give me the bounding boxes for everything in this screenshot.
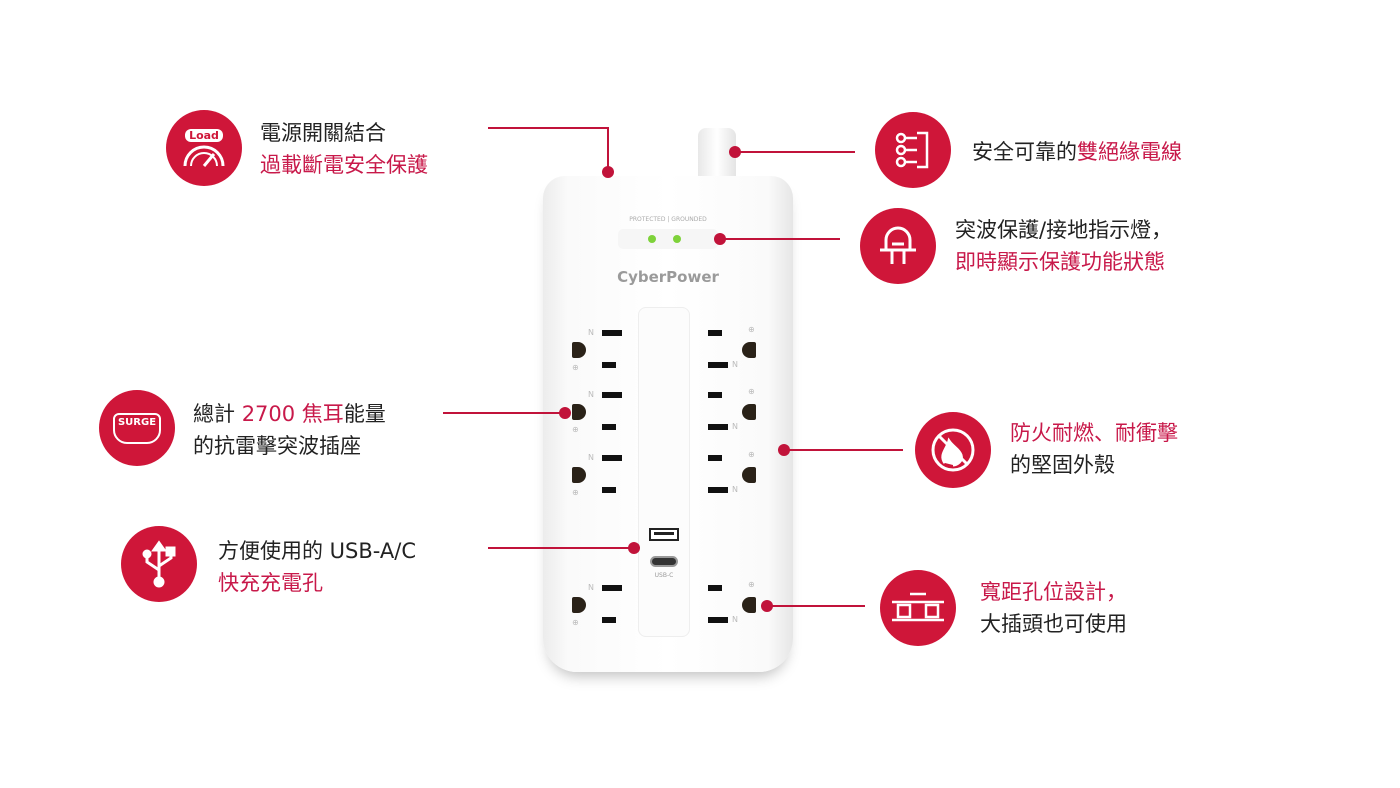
ac-outlet: N ⊕: [568, 387, 630, 437]
ac-outlet: N ⊕: [568, 325, 630, 375]
feature-text-segment: 突波保護/接地指示燈，: [955, 218, 1173, 242]
feature-fire-resistant: 防火耐燃、耐衝擊的堅固外殼: [1010, 417, 1178, 481]
usb-c-port: [650, 556, 678, 567]
feature-load: 電源開關結合過載斷電安全保護: [260, 117, 428, 181]
ac-outlet: ⊕ N: [700, 450, 762, 500]
usb-a-port: [649, 528, 679, 541]
feature-text-segment: 的抗雷擊突波插座: [193, 434, 361, 458]
feature-wide-spacing: 寬距孔位設計， 大插頭也可使用: [980, 576, 1127, 640]
usb-strip: USB-C: [638, 307, 690, 637]
feature-text-segment: 防火耐燃、耐衝擊: [1010, 421, 1178, 445]
feature-text-segment: 總計: [193, 402, 242, 426]
feature-text-segment: 安全可靠的: [972, 140, 1077, 164]
feature-text-segment: 過載斷電安全保護: [260, 153, 428, 177]
fire-resistant-icon: [915, 412, 991, 488]
indicator-light-icon: [860, 208, 936, 284]
led-labels: PROTECTED | GROUNDED: [629, 216, 707, 223]
ac-outlet: ⊕ N: [700, 580, 762, 630]
ac-outlet: N ⊕: [568, 450, 630, 500]
feature-usb: 方便使用的 USB-A/C 快充充電孔: [218, 535, 416, 599]
surge-shield-icon: SURGE: [99, 390, 175, 466]
ac-outlet: ⊕ N: [700, 325, 762, 375]
ac-outlet: ⊕ N: [700, 387, 762, 437]
double-insulated-cord-icon: [875, 112, 951, 188]
protected-led: [648, 235, 656, 243]
usb-icon: [121, 526, 197, 602]
feature-cord: 安全可靠的雙絕緣電線: [972, 136, 1182, 168]
grounded-led: [673, 235, 681, 243]
feature-text-segment: 雙絕緣電線: [1077, 140, 1182, 164]
feature-text-segment: 2700 焦耳: [241, 402, 344, 426]
feature-text-segment: 大插頭也可使用: [980, 612, 1127, 636]
load-gauge-icon: Load: [166, 110, 242, 186]
feature-text-segment: 方便使用的 USB-A/C: [218, 539, 417, 563]
feature-text-segment: 電源開關結合: [260, 121, 386, 145]
feature-text-segment: 的堅固外殼: [1010, 453, 1115, 477]
ac-outlet: N ⊕: [568, 580, 630, 630]
usb-c-label: USB-C: [654, 572, 674, 579]
feature-text-segment: 快充充電孔: [218, 571, 323, 595]
brand-logo: CyberPower: [617, 268, 719, 286]
feature-surge: 總計 2700 焦耳能量的抗雷擊突波插座: [193, 398, 386, 462]
feature-indicator: 突波保護/接地指示燈， 即時顯示保護功能狀態: [955, 214, 1172, 278]
feature-text-segment: 寬距孔位設計，: [980, 580, 1127, 604]
feature-text-segment: 即時顯示保護功能狀態: [955, 250, 1165, 274]
wide-spaced-outlet-icon: [880, 570, 956, 646]
feature-text-segment: 能量: [343, 402, 386, 426]
